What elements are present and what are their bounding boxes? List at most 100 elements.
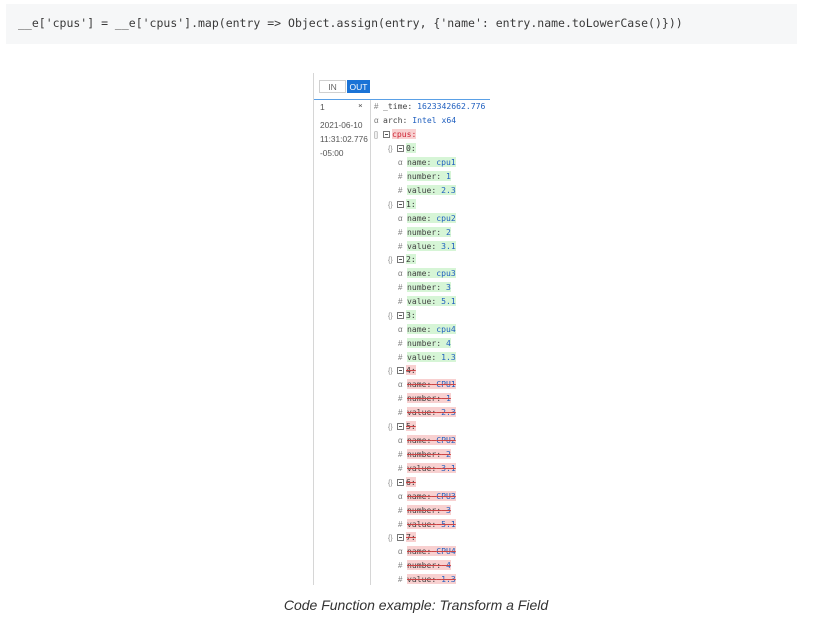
collapse-minus-icon[interactable] — [397, 311, 404, 319]
field-key: value: — [407, 296, 437, 307]
field-key: name: — [407, 490, 432, 501]
field-key: value: — [407, 351, 437, 362]
cpu-field-number: #number: 2 — [398, 226, 451, 238]
field-key: cpus: — [392, 129, 417, 139]
cpu-index: 4: — [406, 365, 416, 376]
field-key: number: — [407, 226, 442, 237]
cpu-entry-header: {}6: — [388, 476, 416, 488]
collapse-minus-icon[interactable] — [383, 131, 390, 138]
number-type-icon: # — [398, 297, 403, 307]
in-toggle-button[interactable]: IN — [319, 80, 346, 93]
collapse-expand-icon[interactable]: ⌄⌃ — [357, 99, 364, 113]
field-key: name: — [407, 379, 432, 390]
field-value: 3 — [446, 504, 451, 515]
cpu-field-name: α name: CPU3 — [398, 490, 456, 502]
field-key: name: — [407, 323, 432, 334]
field-value: 4 — [446, 337, 451, 348]
field-value: 1623342662.776 — [417, 101, 486, 111]
number-type-icon: # — [374, 102, 379, 111]
number-type-icon: # — [398, 186, 403, 195]
cpu-field-value: # value: 5.1 — [398, 296, 456, 307]
field-value: 5.1 — [441, 296, 456, 307]
field-key: number: — [407, 449, 442, 459]
cpu-field-value: #value: 1.3 — [398, 351, 456, 363]
cpu-index: 0: — [406, 143, 416, 153]
string-type-icon: α — [398, 380, 403, 390]
field-time: # _time: 1623342662.776 — [374, 101, 485, 112]
field-value: cpu3 — [436, 268, 456, 279]
array-type-icon: [] — [374, 132, 378, 139]
cpu-entry-header: {} 5: — [388, 421, 416, 432]
object-type-icon: {} — [388, 535, 393, 543]
field-value: cpu1 — [436, 157, 456, 167]
string-type-icon: α — [398, 158, 403, 167]
number-type-icon: # — [398, 241, 403, 251]
collapse-minus-icon[interactable] — [397, 367, 404, 375]
collapse-minus-icon[interactable] — [397, 145, 404, 152]
field-value: CPU2 — [436, 435, 456, 445]
field-key: value: — [407, 463, 437, 473]
event-preview-panel: IN OUT 1 ⌄⌃ 2021-06-10 11:31:02.776 -05:… — [313, 73, 490, 585]
cpu-entry-header: {}7: — [388, 532, 416, 543]
string-type-icon: α — [398, 436, 403, 445]
cpu-field-number: #number: 4 — [398, 337, 451, 349]
number-type-icon: # — [398, 575, 403, 585]
collapse-minus-icon[interactable] — [397, 200, 404, 208]
cpu-field-value: # value: 3.1 — [398, 240, 456, 252]
field-key: value: — [407, 518, 437, 529]
cpu-field-number: #number: 1 — [398, 393, 451, 404]
collapse-minus-icon[interactable] — [397, 534, 404, 542]
number-type-icon: # — [398, 172, 403, 181]
field-key: _time: — [383, 101, 413, 111]
field-value: 3.1 — [441, 240, 456, 251]
field-value: cpu4 — [436, 323, 456, 334]
collapse-minus-icon[interactable] — [397, 256, 404, 264]
number-type-icon: # — [398, 450, 403, 459]
field-value: cpu2 — [436, 212, 456, 223]
cpu-field-name: α name: cpu1 — [398, 157, 456, 168]
cpu-entry-header: {}0: — [388, 143, 416, 154]
field-key: value: — [407, 185, 437, 195]
number-type-icon: # — [398, 561, 403, 571]
cpu-field-value: # value: 1.3 — [398, 574, 456, 585]
object-type-icon: {} — [388, 424, 393, 431]
number-type-icon: # — [398, 464, 403, 473]
number-type-icon: # — [398, 227, 403, 237]
string-type-icon: α — [374, 116, 379, 125]
collapse-minus-icon[interactable] — [397, 423, 404, 430]
event-gutter: 1 ⌄⌃ 2021-06-10 11:31:02.776 -05:00 — [314, 100, 371, 585]
field-value: 1 — [446, 393, 451, 404]
field-value: 1.3 — [441, 574, 456, 585]
field-value: 1.3 — [441, 351, 456, 362]
field-key: name: — [407, 157, 432, 167]
field-key: number: — [407, 171, 442, 181]
field-key: value: — [407, 240, 437, 251]
number-type-icon: # — [398, 283, 403, 293]
field-key: name: — [407, 212, 432, 223]
cpu-entry-header: {}3: — [388, 309, 416, 321]
field-key: name: — [407, 546, 432, 557]
field-value: 2.3 — [441, 185, 456, 195]
number-type-icon: # — [398, 338, 403, 348]
collapse-minus-icon[interactable] — [397, 478, 404, 486]
string-type-icon: α — [398, 491, 403, 501]
field-key: value: — [407, 407, 437, 418]
code-block: __e['cpus'] = __e['cpus'].map(entry => O… — [6, 4, 797, 44]
field-key: value: — [407, 574, 437, 585]
figure-caption: Code Function example: Transform a Field — [283, 597, 549, 613]
cpu-field-number: #number: 4 — [398, 560, 451, 571]
cpu-field-value: #value: 2.3 — [398, 407, 456, 418]
cpu-entry-header: {}1: — [388, 198, 416, 210]
code-line: __e['cpus'] = __e['cpus'].map(entry => O… — [18, 16, 683, 30]
field-key: number: — [407, 282, 442, 293]
out-toggle-button[interactable]: OUT — [347, 80, 370, 93]
cpu-field-value: #value: 5.1 — [398, 518, 456, 530]
field-value: 3.1 — [441, 463, 456, 473]
object-type-icon: {} — [388, 368, 393, 376]
field-value: CPU3 — [436, 490, 456, 501]
cpu-index: 5: — [406, 421, 416, 431]
number-type-icon: # — [398, 519, 403, 529]
